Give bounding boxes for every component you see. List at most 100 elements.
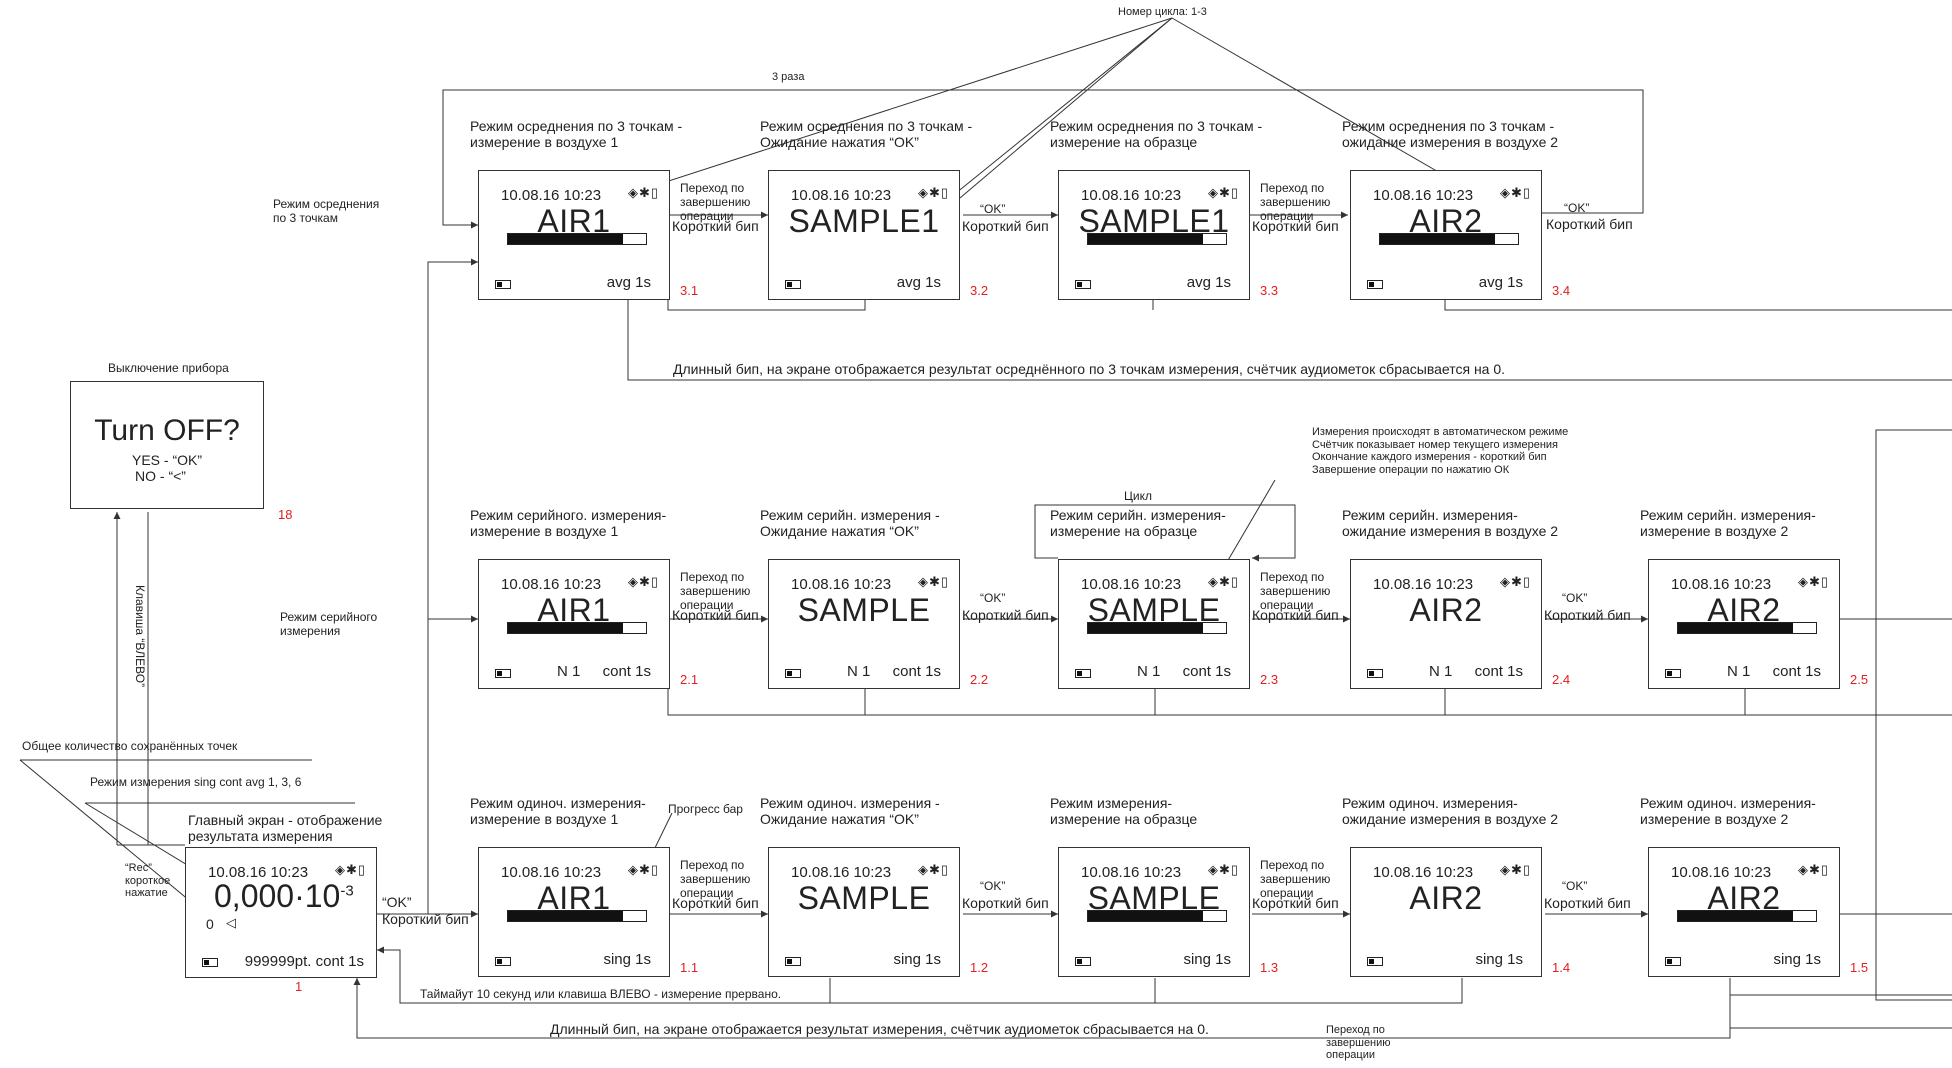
screen-main-text: AIR2	[1409, 880, 1483, 916]
screen-main-text: AIR2	[1409, 592, 1483, 628]
status-icons: ◈✱▯	[1499, 185, 1531, 200]
turn-off-yes: YES - “OK”	[131, 452, 202, 468]
date-time: 10.08.16 10:23	[1081, 187, 1182, 204]
progress-bar-fill	[508, 234, 623, 244]
three-times-label: 3 раза	[772, 71, 805, 83]
battery-icon	[1075, 669, 1091, 678]
screen-number: 3.4	[1552, 283, 1571, 298]
screen-title: Режим осреднения по 3 точкам - измерение…	[1050, 118, 1263, 151]
screen-number: 1.1	[680, 960, 699, 975]
short-beep-label: Короткий бип	[672, 895, 759, 911]
ok-label: “OK”	[980, 879, 1006, 893]
ok-label: “OK”	[1562, 591, 1588, 605]
date-time: 10.08.16 10:23	[501, 864, 602, 881]
cycle-pointer-line	[939, 17, 1173, 207]
short-beep-label: Короткий бип	[1252, 895, 1339, 911]
turn-off-no: NO - “<”	[135, 468, 186, 484]
serial-mode-note: Измерения происходят в автоматическом ре…	[1312, 426, 1569, 476]
screen-title: Режим измерения- измерение на образце	[1050, 795, 1198, 828]
long-beep-main-note: Длинный бип, на экране отображается резу…	[550, 1021, 1209, 1037]
battery-icon	[495, 280, 511, 289]
battery-icon	[1665, 957, 1681, 966]
mode-readout: cont 1s	[1182, 663, 1231, 680]
status-icons: ◈✱▯	[1207, 185, 1239, 200]
mode-readout: sing 1s	[1183, 951, 1231, 968]
ok-label: “OK”	[382, 894, 412, 910]
mode-readout: cont 1s	[602, 663, 651, 680]
main-screen-title: Главный экран - отображение результата и…	[188, 812, 383, 845]
transition-note: Переход по завершению операции	[680, 570, 751, 612]
cycle-number-note: Номер цикла: 1-3	[1118, 6, 1207, 18]
screen-number: 18	[278, 507, 293, 522]
screen-title: Режим серийн. измерения- измерение в воз…	[1640, 507, 1816, 540]
battery-icon	[1075, 957, 1091, 966]
turn-off-question: Turn OFF?	[94, 414, 240, 447]
ok-label: “OK”	[1562, 879, 1588, 893]
short-beep-label: Короткий бип	[1544, 607, 1631, 623]
screen-number: 2.1	[680, 672, 699, 687]
ok-label: “OK”	[980, 202, 1006, 216]
screen-number: 2.4	[1552, 672, 1571, 687]
screen-title: Режим серийного. измерения- измерение в …	[470, 507, 667, 540]
mode-readout: cont 1s	[892, 663, 941, 680]
battery-icon	[1367, 280, 1383, 289]
battery-icon	[495, 957, 511, 966]
progress-bar	[1379, 233, 1519, 245]
left-key-label: Клавиша “ВЛЕВО”	[133, 585, 147, 688]
avg3-mode-label: Режим осреднения по 3 точкам	[273, 197, 380, 225]
value-mantissa: 0,000·10	[214, 878, 341, 914]
transition-note: Переход по завершению операции	[680, 858, 751, 900]
progress-bar-fill	[508, 623, 623, 633]
progress-bar	[507, 233, 647, 245]
cycle-pointer-line	[1171, 17, 1481, 197]
date-time: 10.08.16 10:23	[791, 864, 892, 881]
mode-screen-2-4: 10.08.16 10:23 ◈✱▯ AIR2 N 1 cont 1s	[1350, 559, 1542, 689]
turn-off-screen: Turn OFF? YES - “OK” NO - “<”	[70, 381, 264, 509]
status-icons: ◈✱▯	[917, 862, 949, 877]
screen-number: 3.3	[1260, 283, 1279, 298]
screen-number: 3.2	[970, 283, 989, 298]
date-time: 10.08.16 10:23	[791, 187, 892, 204]
mode-readout: avg 1s	[896, 274, 941, 291]
status-icons: ◈✱▯	[1207, 862, 1239, 877]
main-screen: 10.08.16 10:23 ◈✱▯ 0,000·10-3 0 ◁ 999999…	[185, 847, 377, 978]
battery-icon	[785, 669, 801, 678]
progress-bar-fill	[1088, 623, 1203, 633]
short-beep-label: Короткий бип	[962, 895, 1049, 911]
measurement-counter: N 1	[1429, 663, 1453, 680]
short-beep-label: Короткий бип	[962, 218, 1049, 234]
battery-icon	[1367, 957, 1383, 966]
measurement-counter: N 1	[1727, 663, 1751, 680]
mode-readout: sing 1s	[603, 951, 651, 968]
screen-number: 1.5	[1850, 960, 1869, 975]
date-time: 10.08.16 10:23	[1373, 864, 1474, 881]
mode-readout: cont 1s	[1474, 663, 1523, 680]
transition-note: Переход по завершению операции	[1260, 570, 1331, 612]
date-time: 10.08.16 10:23	[208, 864, 309, 881]
date-time: 10.08.16 10:23	[1671, 576, 1772, 593]
battery-icon	[495, 669, 511, 678]
battery-icon	[785, 280, 801, 289]
progress-bar	[1087, 233, 1227, 245]
status-icons: ◈✱▯	[627, 574, 659, 589]
screen-number: 3.1	[680, 283, 699, 298]
screen-title: Режим осреднения по 3 точкам - ожидание …	[1342, 118, 1559, 151]
battery-icon	[1075, 280, 1091, 289]
audio-counter: 0	[206, 916, 214, 932]
date-time: 10.08.16 10:23	[1081, 576, 1182, 593]
short-beep-label: Короткий бип	[1544, 895, 1631, 911]
status-icons: ◈✱▯	[1499, 862, 1531, 877]
transition-note: Переход по завершению операции	[1260, 858, 1331, 900]
loop-3-times	[442, 89, 1644, 229]
status-icons: ◈✱▯	[1499, 574, 1531, 589]
date-time: 10.08.16 10:23	[1373, 576, 1474, 593]
status-icons: ◈✱▯	[917, 185, 949, 200]
measurement-counter: N 1	[847, 663, 871, 680]
date-time: 10.08.16 10:23	[1373, 187, 1474, 204]
ok-label: “OK”	[1564, 201, 1590, 215]
screen-number: 1.3	[1260, 960, 1279, 975]
